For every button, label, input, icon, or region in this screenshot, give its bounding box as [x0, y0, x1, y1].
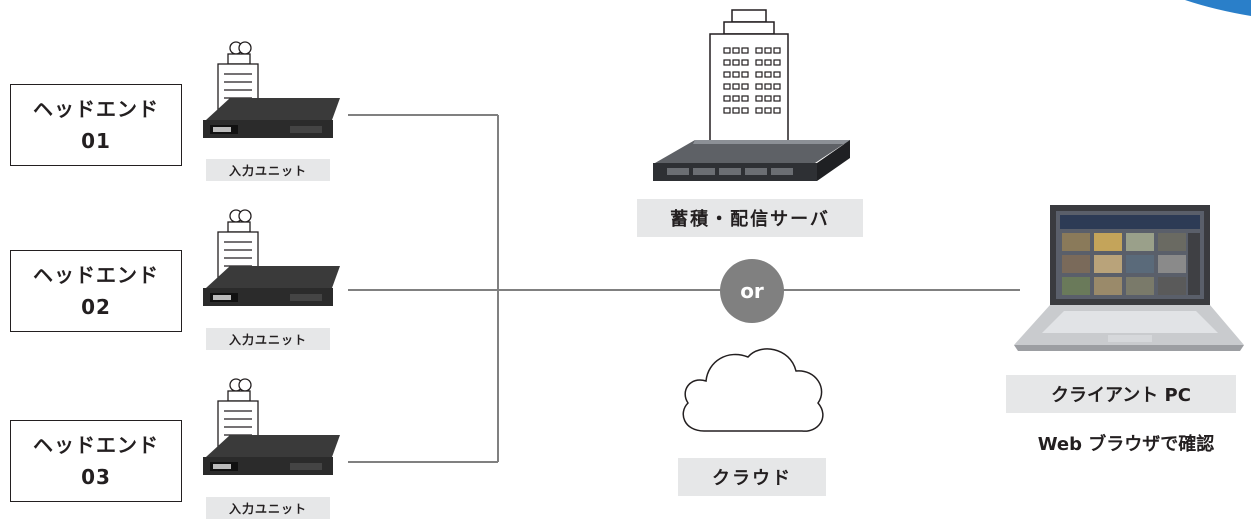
or-label: or	[740, 279, 764, 303]
headend-box-01: ヘッドエンド 01	[10, 84, 182, 166]
corner-accent-shape	[1185, 0, 1251, 16]
or-connector: or	[720, 259, 784, 323]
input-unit-device-icon	[203, 378, 340, 475]
headend-box-02: ヘッドエンド 02	[10, 250, 182, 332]
headend-label: ヘッドエンド	[33, 97, 159, 121]
input-unit-device-icon	[203, 209, 340, 306]
input-unit-device-icon	[203, 41, 340, 138]
client-caption: Web ブラウザで確認	[1037, 434, 1215, 455]
headend-number: 02	[81, 295, 111, 319]
office-building-icon	[709, 9, 789, 143]
headend-number: 03	[81, 465, 111, 489]
client-pc-label: クライアント PC	[1006, 375, 1236, 413]
server-rack-icon	[653, 140, 850, 181]
headend-label: ヘッドエンド	[33, 263, 159, 287]
cloud-label: クラウド	[678, 458, 826, 496]
input-unit-label: 入力ユニット	[206, 159, 330, 181]
headend-box-03: ヘッドエンド 03	[10, 420, 182, 502]
headend-number: 01	[81, 129, 111, 153]
input-unit-label: 入力ユニット	[206, 328, 330, 350]
cloud-icon	[682, 348, 824, 432]
headend-label: ヘッドエンド	[33, 433, 159, 457]
laptop-icon	[1014, 205, 1244, 351]
server-label: 蓄積・配信サーバ	[637, 199, 863, 237]
input-unit-label: 入力ユニット	[206, 497, 330, 519]
